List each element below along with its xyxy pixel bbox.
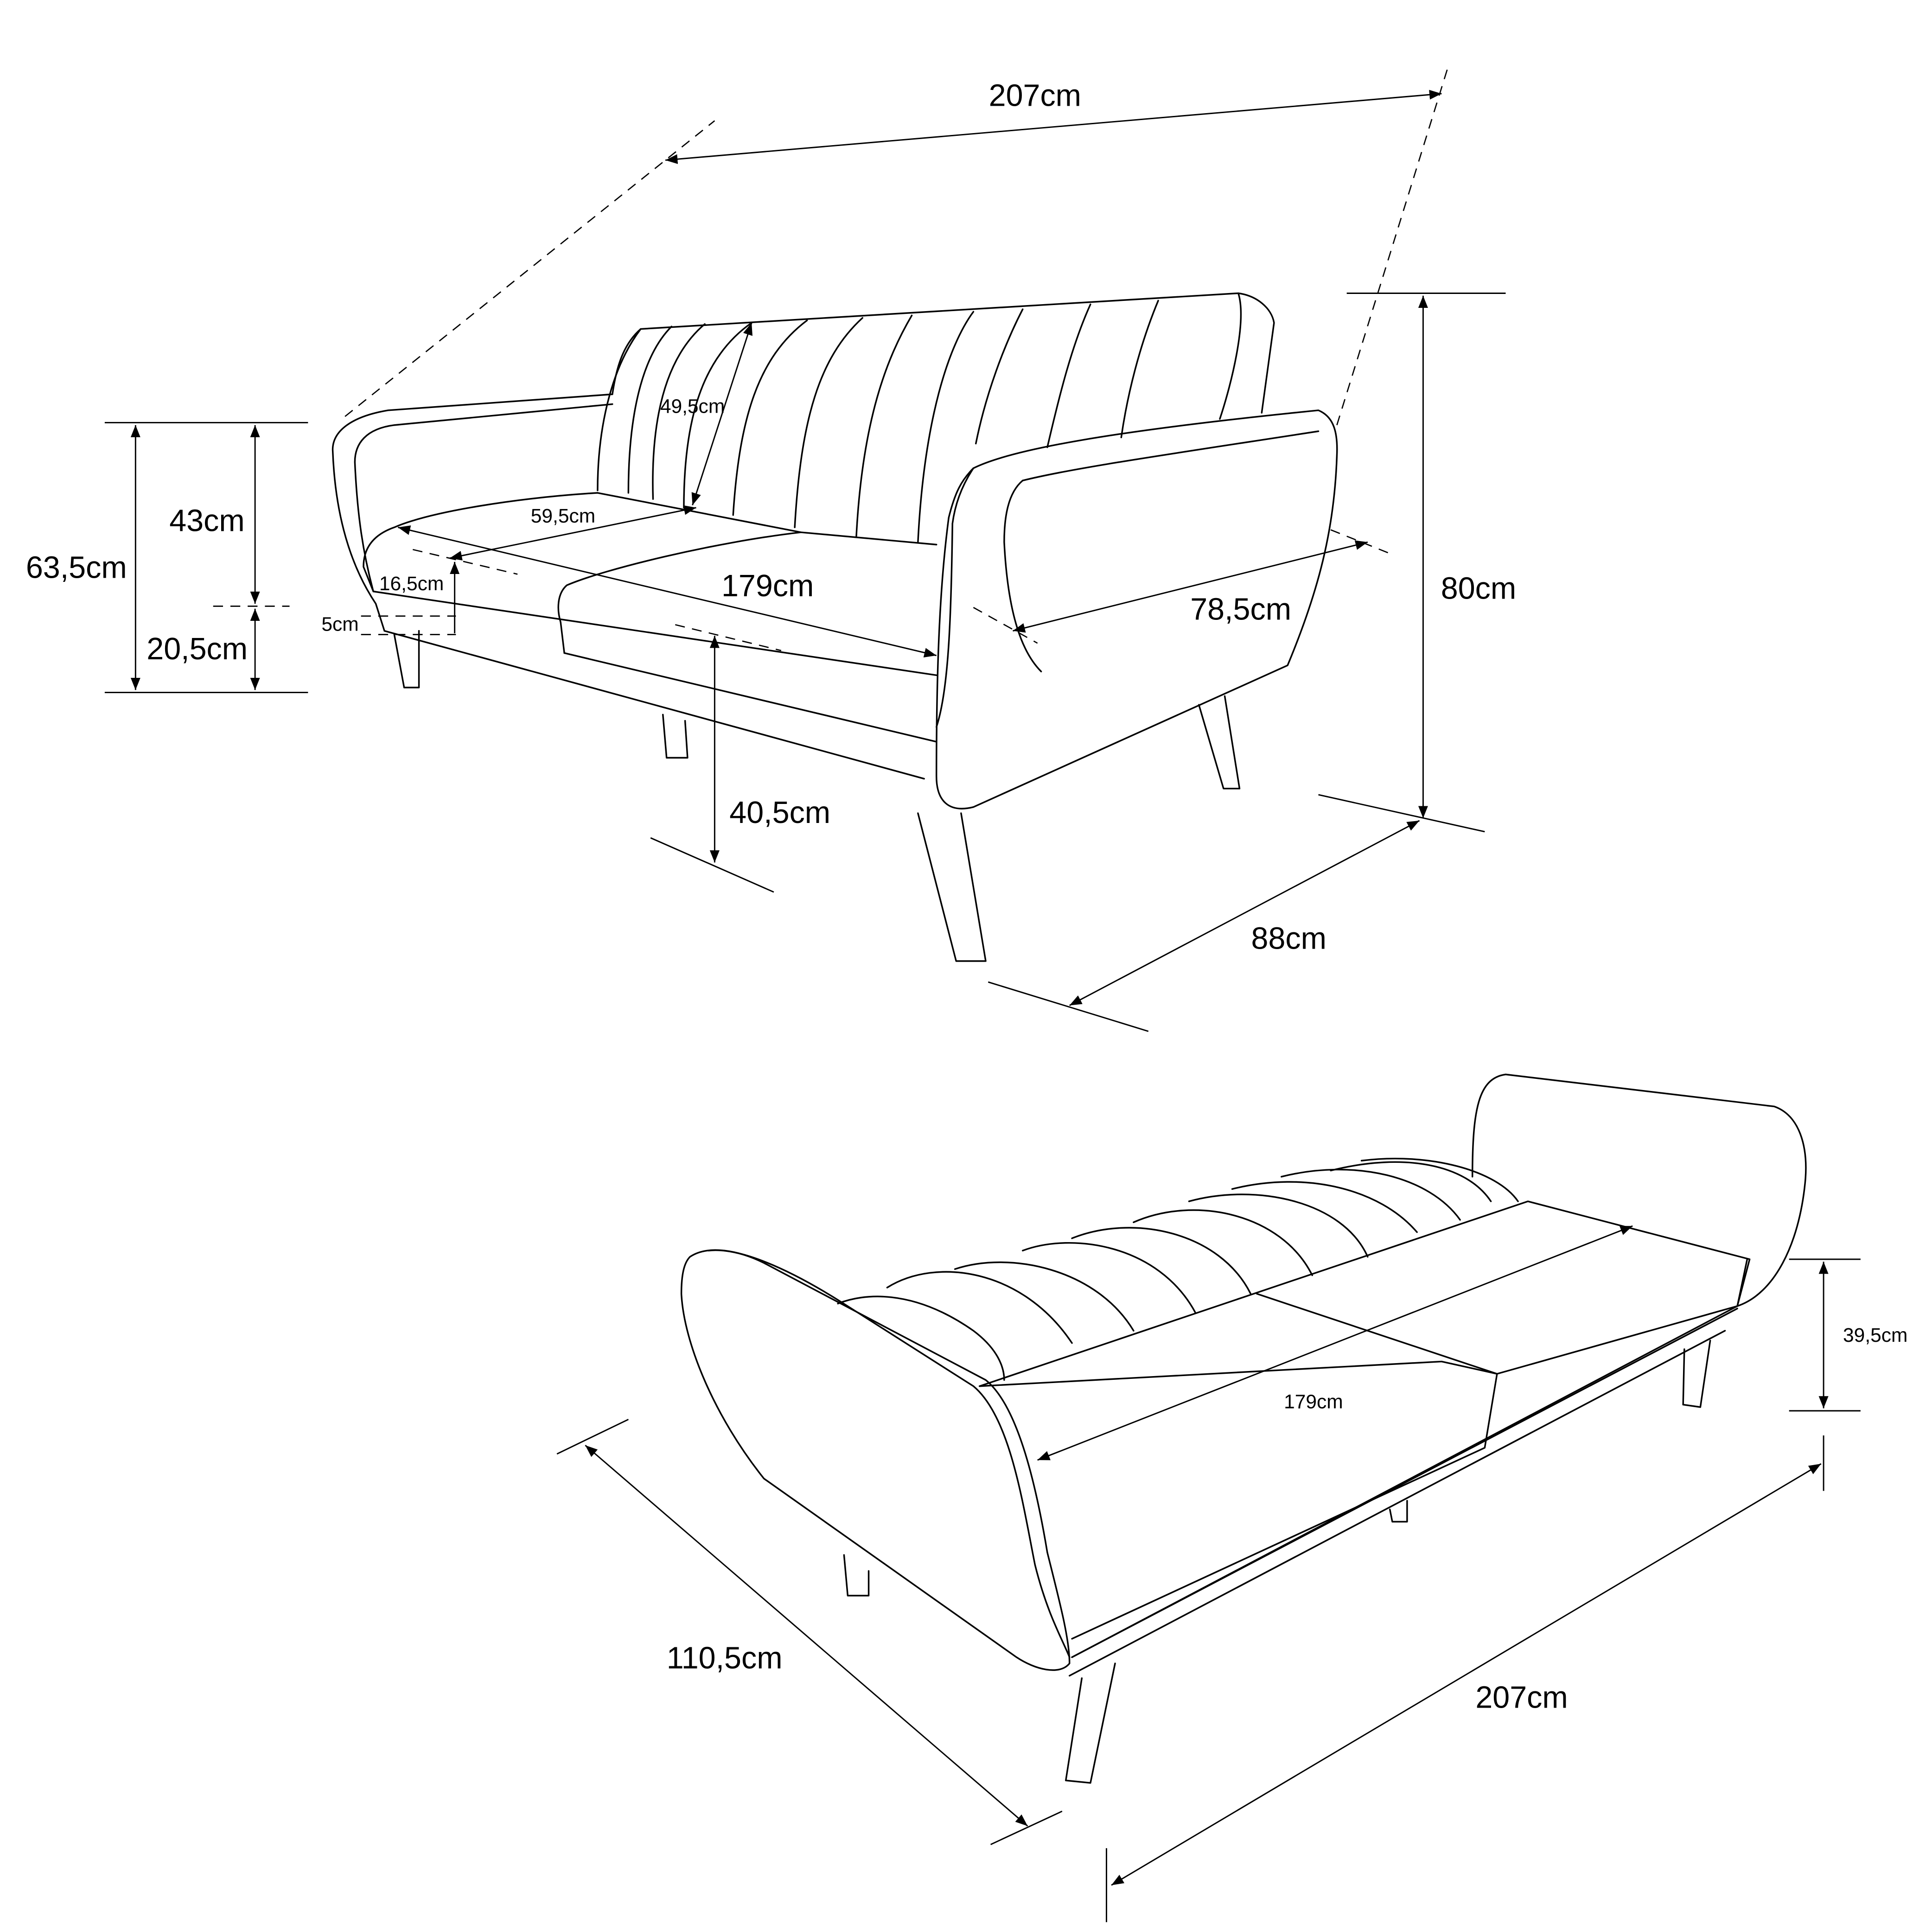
label-side-depth: 78,5cm [1190,593,1291,627]
sofa-bed-dimensions [556,1225,1861,1922]
sofa-upright-labels: 207cm 49,5cm 59,5cm 43cm 63,5cm 179cm 16… [26,79,1516,956]
label-overall-depth: 88cm [1251,921,1326,956]
label-backrest-height: 49,5cm [660,395,725,417]
label-arm-height: 63,5cm [26,550,127,585]
label-total-height: 80cm [1441,572,1516,606]
label-bed-depth: 110,5cm [667,1641,783,1675]
label-seat-width: 179cm [721,569,814,603]
label-overall-width: 207cm [989,79,1081,113]
label-bed-height: 39,5cm [1843,1325,1907,1346]
label-backrest-above-seat: 43cm [169,504,244,538]
label-bed-overall-width: 207cm [1475,1680,1568,1715]
label-base-thickness: 5cm [321,614,358,636]
label-seat-height: 40,5cm [729,796,830,830]
label-seat-depth: 59,5cm [531,505,595,527]
sofa-bed-labels: 179cm 39,5cm 110,5cm 207cm [667,1325,1908,1715]
sofa-upright-dimensions [104,67,1506,1032]
label-bed-length: 179cm [1284,1391,1343,1413]
label-cushion-thickness: 16,5cm [379,573,444,595]
sofa-upright-outline [332,292,1338,962]
label-seat-height-arm: 20,5cm [147,632,248,666]
sofa-bed-outline [680,1073,1807,1784]
